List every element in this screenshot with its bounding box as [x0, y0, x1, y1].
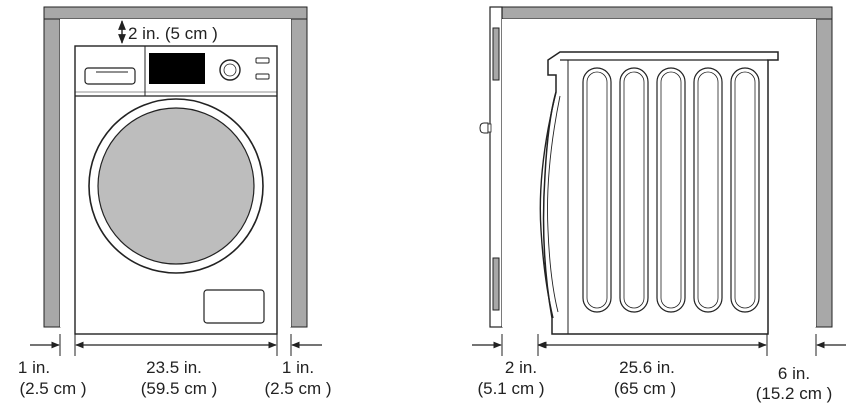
filter-access-panel [203, 289, 265, 324]
rear-gap-cm: (15.2 cm ) [756, 384, 833, 403]
front-view: 2 in. (5 cm ) 1 in. (2.5 cm ) 23.5 in. (… [18, 6, 332, 398]
right-gap-inches: 1 in. [282, 358, 314, 377]
side-rear-wall [815, 6, 833, 328]
control-display [149, 53, 205, 84]
front-gap-cm: (5.1 cm ) [477, 379, 544, 398]
side-top-wall [489, 6, 833, 20]
right-gap-cm: (2.5 cm ) [264, 379, 331, 398]
top-clearance-label: 2 in. (5 cm ) [128, 24, 218, 43]
front-gap-inches: 2 in. [505, 358, 537, 377]
left-gap-cm: (2.5 cm ) [19, 379, 86, 398]
control-button-top [255, 57, 270, 64]
washer-drum-glass [97, 107, 255, 265]
rear-gap-inches: 6 in. [778, 364, 810, 383]
door-hinge-top [492, 27, 500, 81]
front-top-wall [43, 6, 308, 20]
front-left-wall [43, 6, 61, 328]
control-button-bottom [255, 73, 270, 80]
door-hinge-bottom [492, 257, 500, 311]
left-gap-inches: 1 in. [18, 358, 50, 377]
door-profile [539, 91, 557, 319]
depth-cm: (65 cm ) [614, 379, 676, 398]
side-view: 2 in. (5.1 cm ) 25.6 in. (65 cm ) 6 in. … [472, 6, 846, 403]
front-right-wall [290, 6, 308, 328]
width-cm: (59.5 cm ) [141, 379, 218, 398]
width-inches: 23.5 in. [146, 358, 202, 377]
detergent-drawer [84, 67, 136, 85]
door-knob-icon [479, 122, 489, 134]
depth-inches: 25.6 in. [619, 358, 675, 377]
